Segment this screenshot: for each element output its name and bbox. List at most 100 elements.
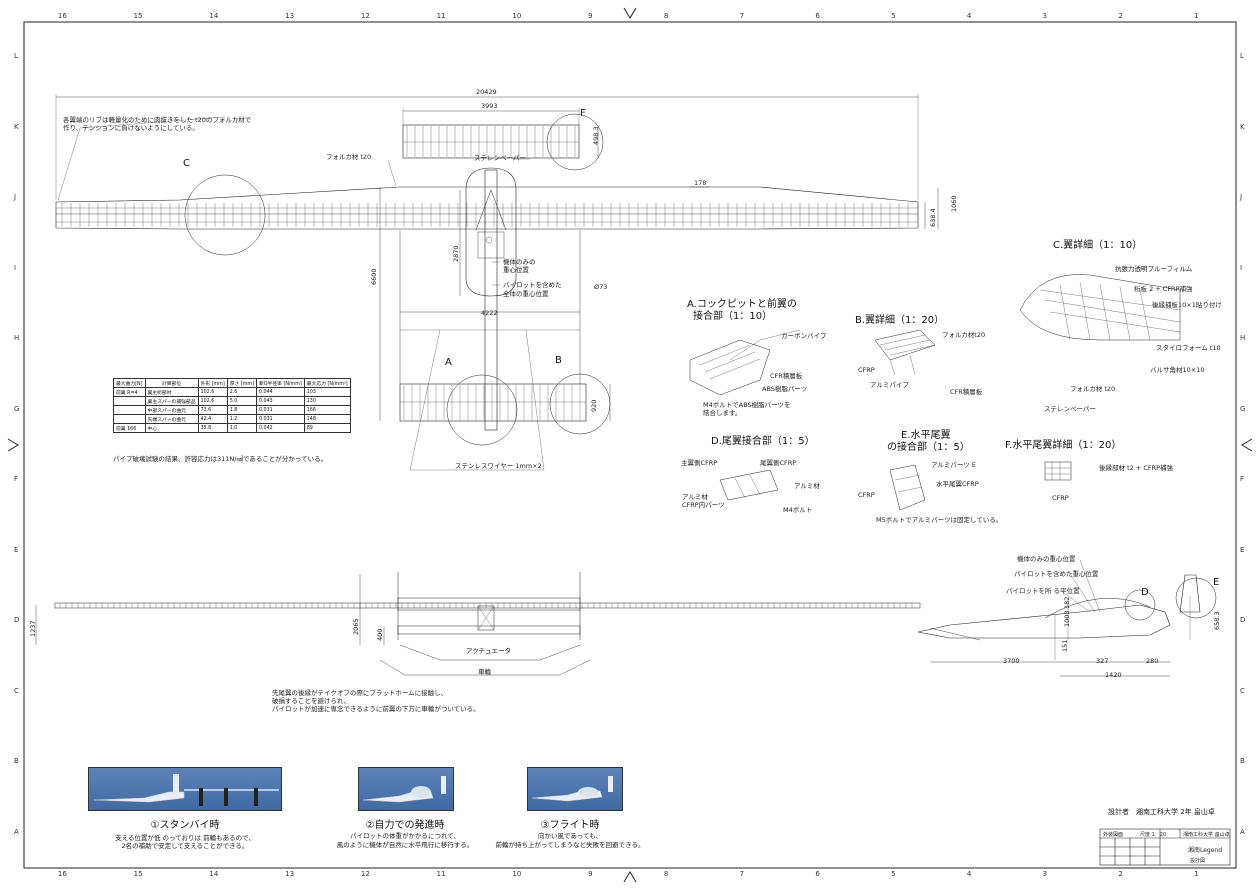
- border-col-label-bottom: 3: [1042, 870, 1048, 878]
- border-row-label-left: L: [14, 52, 18, 61]
- side-pilot-cg-label: パイロットを含めた重心位置: [1014, 570, 1099, 578]
- border-row-label-left: H: [14, 334, 20, 343]
- stress-table-cell: 42.4: [197, 414, 228, 424]
- detail-e-label-2: 水平尾翼CFRP: [936, 480, 979, 488]
- detail-b-label-2: CFRP: [858, 366, 875, 374]
- marker-d: D: [1141, 587, 1149, 598]
- detail-a-title-1: A.コックピットと前翼の: [687, 299, 797, 310]
- photo1-line1: 支える位置が低 のっておりは 前輪もあるので、: [115, 834, 255, 842]
- stress-table-cell: 翼主桁部材: [144, 387, 199, 397]
- tube-diameter: Ø73: [594, 283, 608, 291]
- side-fuselage: [917, 604, 1171, 639]
- border-row-label-right: L: [1240, 52, 1244, 61]
- border-col-label-top: 15: [133, 12, 143, 20]
- border-row-label-right: I: [1240, 263, 1243, 272]
- border-row-label-right: A: [1240, 827, 1245, 836]
- stress-table-cell: [113, 405, 146, 415]
- border-row-label-right: D: [1240, 616, 1246, 625]
- border-col-label-bottom: 1: [1194, 870, 1199, 878]
- canard-chord-dimension: 920: [590, 399, 598, 412]
- border-row-label-right: E: [1240, 545, 1245, 554]
- stress-table-cell: 103: [303, 387, 351, 397]
- rib-note-line-1: 各翼端のリブは軽量化のために肉抜きをした t20のフォルカ材で: [63, 116, 252, 124]
- border-row-label-left: E: [14, 545, 19, 554]
- standby-glider-illustration: [93, 774, 279, 806]
- top-view: [55, 94, 939, 471]
- stress-table-cell: 翼主スパーの補強部品: [144, 396, 199, 406]
- detail-f-label-2: CFRP: [1052, 494, 1069, 502]
- stress-table-cell: 1.2: [226, 414, 257, 424]
- detail-e-title-2: の接合部（1：5）: [887, 442, 970, 453]
- border-row-label-left: F: [14, 475, 19, 484]
- stress-note: パイプ破壊試験の結果、許容応力は311N/㎟であることが分かっている。: [113, 455, 328, 463]
- border-row-label-left: G: [14, 404, 20, 413]
- marker-e: E: [1213, 577, 1220, 588]
- border-col-label-bottom: 9: [588, 870, 593, 878]
- detail-circle-f: [546, 113, 604, 171]
- stress-table-header-cell: 最大曲力[N]: [113, 378, 146, 388]
- border-col-label-bottom: 4: [966, 870, 972, 878]
- stress-table-cell: 中心: [144, 423, 199, 433]
- main-wing-ribs: [61, 203, 909, 227]
- detail-a-title-2: 接合部（1：10）: [693, 311, 773, 322]
- stress-table-cell: 0.042: [255, 423, 305, 433]
- stress-table-cell: 1.8: [226, 405, 257, 415]
- border-col-label-bottom: 15: [133, 870, 143, 878]
- border-col-label-top: 9: [588, 12, 593, 20]
- border-col-label-top: 16: [57, 12, 67, 20]
- border-row-label-left: D: [14, 616, 20, 625]
- detail-e-label-1: アルミパーツ E: [931, 461, 976, 469]
- fuselage-boom: [484, 169, 498, 431]
- center-arrow-top: [623, 7, 637, 19]
- marker-a: A: [445, 357, 452, 368]
- detail-c-label-7: ステレンペーパー: [1044, 405, 1096, 413]
- cockpit-pod: [465, 167, 517, 297]
- pilot-cg-label-1: パイロットを含めた: [503, 281, 562, 289]
- border-row-label-right: G: [1240, 404, 1246, 413]
- photo3-title: ③フライト時: [540, 820, 600, 831]
- detail-f-title: F.水平尾翼詳細（1：20）: [1005, 440, 1122, 451]
- front-gap-dimension: 400: [376, 628, 384, 641]
- border-col-label-top: 14: [209, 12, 219, 20]
- airframe-cg-label-2: 重心位置: [503, 266, 529, 274]
- pilot-cg-label-2: 全体の重心位置: [503, 290, 549, 298]
- marker-f: F: [580, 108, 586, 119]
- marker-c: C: [183, 158, 190, 169]
- stress-table-header: 最大曲力[N]計算部位外形 [mm]厚さ [mm]断Q半径率 [N/mm]最大応…: [113, 378, 351, 388]
- border-col-label-top: 2: [1118, 12, 1123, 20]
- detail-c-label-1: 抗張力透明プルーフィルム: [1115, 265, 1193, 273]
- border-col-label-bottom: 6: [815, 870, 820, 878]
- border-col-label-top: 5: [891, 12, 896, 20]
- stress-table-header-cell: 計算部位: [144, 378, 199, 388]
- stress-table-cell: 73.6: [197, 405, 228, 415]
- border-row-label-left: C: [14, 686, 19, 695]
- stress-table-cell: 前翼 R=4: [113, 387, 146, 397]
- detail-d-title: D.尾翼接合部（1：5）: [711, 436, 815, 447]
- center-arrow-bottom: [623, 871, 637, 883]
- detail-c-title: C.翼詳細（1：10）: [1053, 240, 1143, 251]
- side-dim-280: 280: [1146, 657, 1159, 665]
- border-col-label-top: 12: [360, 12, 370, 20]
- side-dim-1003: 1003: [1063, 610, 1071, 627]
- detail-a-label-1: カーボンパイプ: [781, 332, 827, 340]
- front-ribs: [59, 603, 913, 608]
- detail-b-title: B.翼詳細（1：20）: [855, 315, 945, 326]
- detail-b-label-3: アルミパイプ: [870, 381, 909, 389]
- side-dim-658: 658.3: [1213, 611, 1221, 630]
- span-dimension: 20429: [476, 88, 497, 96]
- side-pilot-only-label: パイロットを所 る平位置: [1006, 587, 1080, 595]
- stress-table-cell: 0.043: [255, 396, 305, 406]
- rib-note-line-2: 作り、テンションに負けないようにしている。: [63, 124, 199, 132]
- detail-sketches: [689, 274, 1181, 511]
- detail-c-label-2: 桁板 2 + CFRP補強: [1134, 285, 1193, 293]
- detail-a-label-3: ABS樹脂パーツ: [762, 385, 808, 393]
- stress-table-header-cell: 厚さ [mm]: [226, 378, 257, 388]
- stress-table-cell: 102.6: [197, 396, 228, 406]
- canard-width-dimension: 4222: [481, 309, 498, 317]
- front-view: [35, 572, 921, 676]
- stress-table-cell: 130: [303, 396, 351, 406]
- stress-table-cell: 148: [303, 414, 351, 424]
